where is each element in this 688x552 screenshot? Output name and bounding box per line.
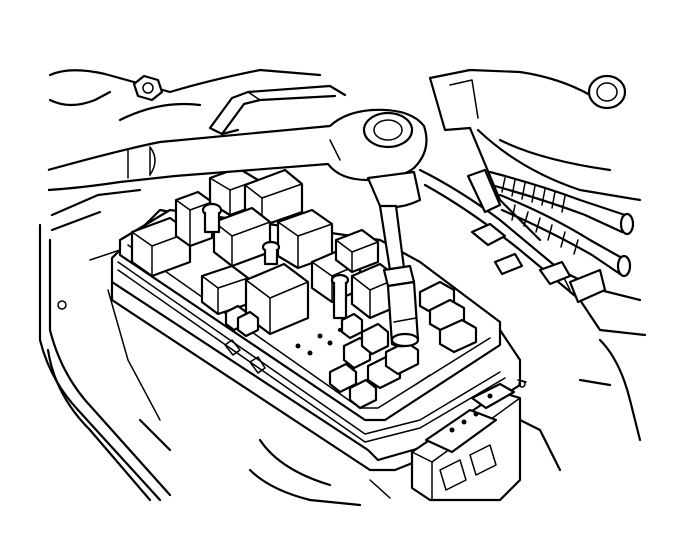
block-bolts [201, 202, 350, 320]
socket-extension [366, 170, 422, 348]
nut-upper-left [132, 74, 164, 102]
harness-connector [410, 379, 527, 502]
relays [130, 166, 400, 336]
harness-clip [466, 168, 607, 304]
lower-panel [138, 378, 612, 499]
body-panel [38, 68, 362, 507]
wiring-harness [488, 170, 635, 278]
fuses [224, 280, 478, 410]
ratchet-wrench [47, 108, 428, 192]
body-panel-right [418, 68, 647, 472]
mounting-bracket [208, 84, 347, 136]
